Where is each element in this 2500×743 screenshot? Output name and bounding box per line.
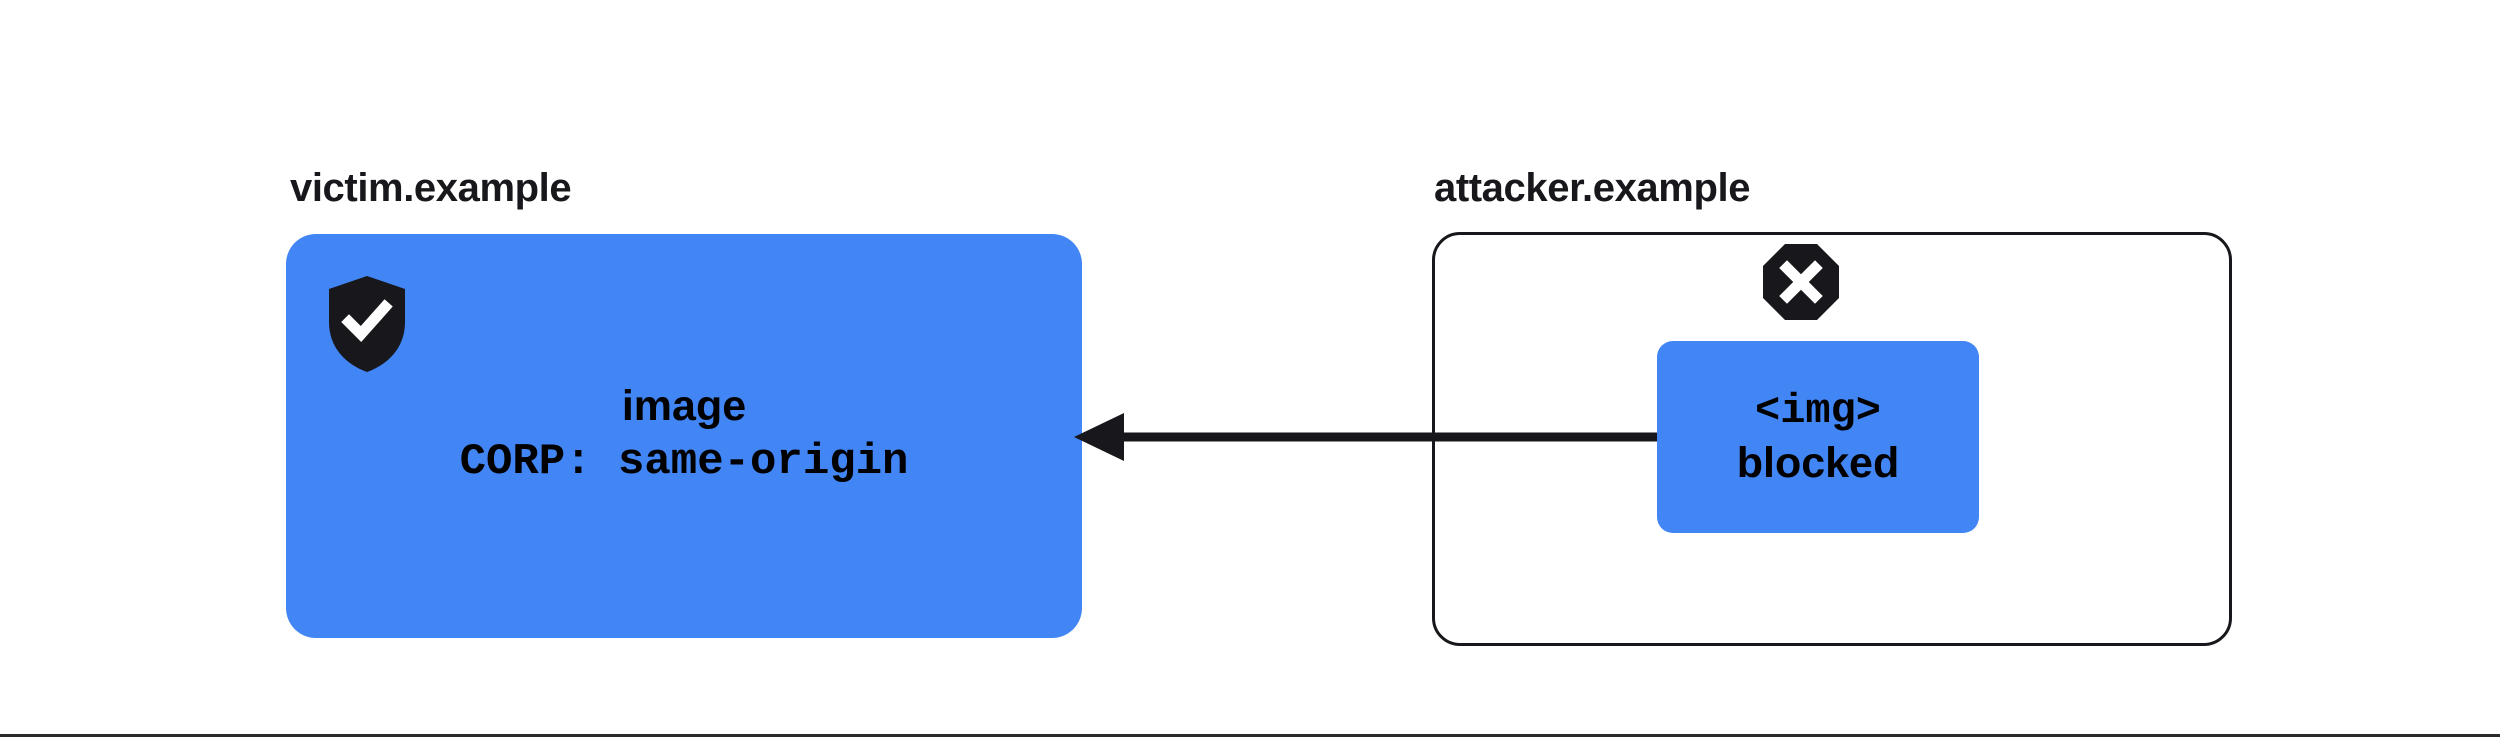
shield-check-icon [328,275,406,373]
img-tag-label: <img> [1754,387,1882,435]
resource-corp-header: CORP: same-origin [459,437,909,487]
img-status-label: blocked [1736,439,1900,487]
blocked-image-node: <img> blocked [1657,341,1979,533]
origin-panel-victim: image CORP: same-origin [286,234,1082,638]
arrow-left-icon [1070,406,1670,468]
bottom-divider [0,734,2500,737]
resource-name: image [621,382,747,430]
octagon-x-icon [1762,243,1840,321]
origin-label-victim: victim.example [290,166,572,210]
origin-label-attacker: attacker.example [1434,166,1751,210]
victim-resource-text: image CORP: same-origin [286,378,1082,490]
